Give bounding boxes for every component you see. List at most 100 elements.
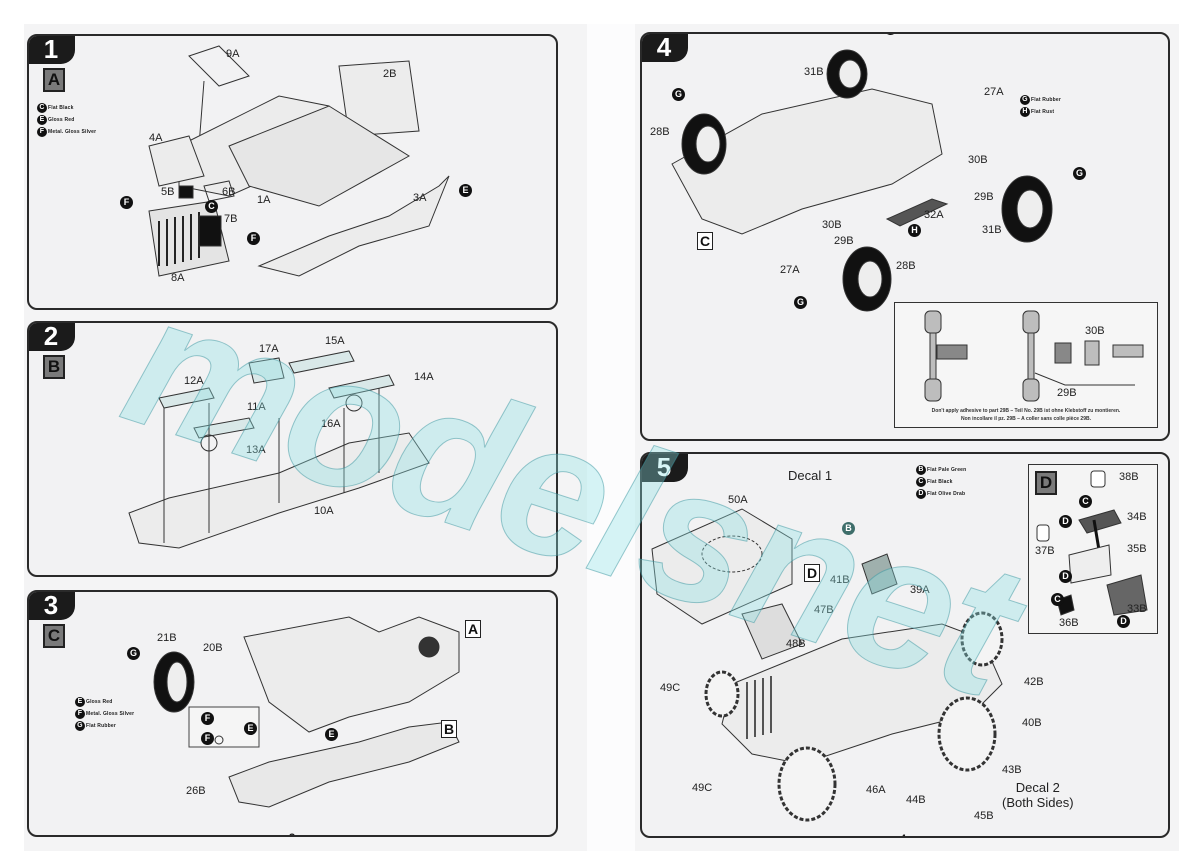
part-label: 1A [257, 194, 271, 206]
part-label: 6B [222, 186, 236, 198]
part-label: 30B [968, 154, 988, 166]
paint-code-icon: E [75, 697, 85, 707]
paint-code-icon: H [1020, 107, 1030, 117]
paint-callout-icon: G [1073, 167, 1086, 180]
part-label: 38B [1119, 471, 1139, 483]
paint-callout-icon: H [908, 224, 921, 237]
subassembly-d-inset: D 38B 34B 37B 35B 33B 36B C D D C D [1028, 464, 1158, 634]
subassembly-ref: C [697, 232, 713, 250]
paint-callout-icon: G [884, 34, 897, 35]
paint-callout-icon: D [1059, 570, 1072, 583]
part-label: 31B [982, 224, 1002, 236]
part-label: 27A [780, 264, 800, 276]
part-label: 3A [413, 192, 427, 204]
part-label: 30B [1085, 325, 1105, 337]
paint-callout-icon: E [244, 722, 257, 735]
adhesive-warning-text: Don't apply adhesive to part 29B – Teil … [931, 408, 1121, 422]
part-label: 2B [383, 68, 397, 80]
paint-code-icon: B [916, 465, 926, 475]
part-label: 26B [186, 785, 206, 797]
part-label: 10A [314, 505, 334, 517]
part-label: 33B [1127, 603, 1147, 615]
part-label: 34B [1127, 511, 1147, 523]
body-tub-exploded-drawing [148, 45, 450, 277]
part-label: 17A [259, 343, 279, 355]
part-label: 40B [1022, 717, 1042, 729]
step-number: 3 [29, 592, 75, 620]
part-label: 20B [203, 642, 223, 654]
part-label: 9A [226, 48, 240, 60]
paint-callout-icon: F [201, 732, 214, 745]
paint-code-icon: F [37, 127, 47, 137]
decal-2-label: Decal 2 (Both Sides) [1002, 780, 1074, 810]
subassembly-ref: A [465, 620, 481, 638]
part-label: 35B [1127, 543, 1147, 555]
axle-section-diagram [924, 310, 1144, 402]
paint-code-icon: E [37, 115, 47, 125]
page-number: 3 [281, 832, 304, 835]
part-label: 30B [822, 219, 842, 231]
part-label: 12A [184, 375, 204, 387]
decal-1-label: Decal 1 [788, 468, 833, 483]
paint-callout-icon: B [842, 522, 855, 535]
step-number: 1 [29, 36, 75, 64]
subassembly-label: A [43, 68, 65, 92]
paint-callout-icon: C [1079, 495, 1092, 508]
subassembly-label: C [43, 624, 65, 648]
paint-callout-icon: F [247, 232, 260, 245]
wheels-underside-drawing [671, 49, 1053, 312]
chassis-frame-exploded-drawing [128, 350, 430, 549]
paint-callout-icon: F [120, 196, 133, 209]
part-label: 4A [149, 132, 163, 144]
part-label: 14A [414, 371, 434, 383]
part-label: 16A [321, 418, 341, 430]
final-assembly-drawing [651, 508, 1004, 822]
part-label: 15A [325, 335, 345, 347]
part-label: 27A [984, 86, 1004, 98]
paint-code-icon: G [75, 721, 85, 731]
paint-callout-icon: C [1051, 593, 1064, 606]
part-label: 36B [1059, 617, 1079, 629]
part-label: 37B [1035, 545, 1055, 557]
part-label: 49C [660, 682, 681, 694]
paint-code-icon: C [37, 103, 47, 113]
part-label: 50A [728, 494, 748, 506]
paint-callout-icon: F [201, 712, 214, 725]
paint-code-icon: F [75, 709, 85, 719]
part-label: 43B [1002, 764, 1022, 776]
part-label: 8A [171, 272, 185, 284]
step-2-panel: 2 B 17A 15A 12A 14A 11A 16A 13A 10A [27, 321, 558, 577]
part-label: 44B [906, 794, 926, 806]
subassembly-label: D [1035, 471, 1057, 495]
paint-code-icon: C [916, 477, 926, 487]
paint-code-icon: D [916, 489, 926, 499]
paint-callout-icon: E [325, 728, 338, 741]
subassembly-label: B [43, 355, 65, 379]
part-label: 28B [896, 260, 916, 272]
step-number: 4 [642, 34, 688, 62]
paint-code-icon: G [1020, 95, 1030, 105]
paint-callout-icon: D [1059, 515, 1072, 528]
part-label: 46A [866, 784, 886, 796]
step-number: 2 [29, 323, 75, 351]
fuel-tank-battery-drawing [1036, 470, 1148, 616]
part-label: 32A [924, 209, 944, 221]
part-label: 42B [1024, 676, 1044, 688]
paint-callout-icon: G [672, 88, 685, 101]
